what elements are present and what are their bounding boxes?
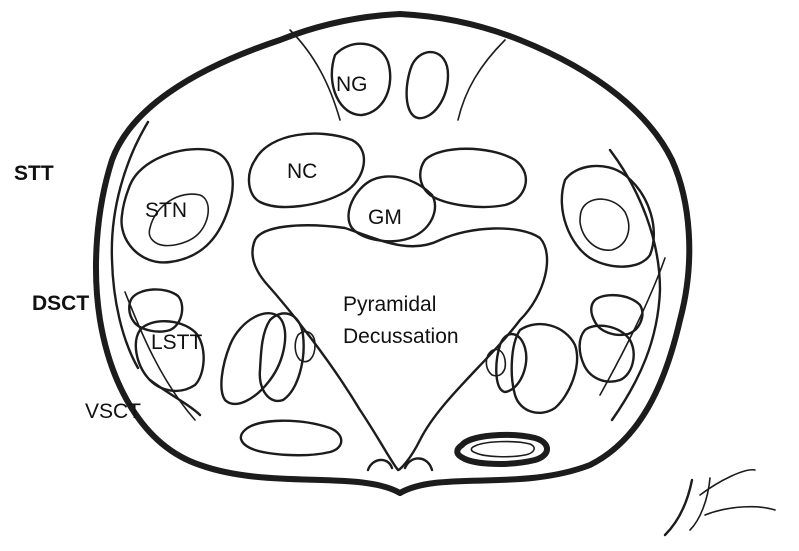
gm-region xyxy=(347,175,437,243)
right-lateral-box-1 xyxy=(590,293,644,336)
stn-outer xyxy=(120,147,234,264)
nc-label: NC xyxy=(287,160,317,183)
stn-inner-right xyxy=(579,198,630,251)
right-tract-3 xyxy=(485,348,507,377)
vsct-label: VSCT xyxy=(85,400,141,423)
dsct-label: DSCT xyxy=(32,292,89,315)
right-lateral-border xyxy=(608,148,662,422)
right-lateral-box-2 xyxy=(578,324,635,383)
ventral-bump-right xyxy=(403,457,434,472)
left-tract-1 xyxy=(220,312,287,406)
ng-nucleus xyxy=(330,42,392,117)
dorsal-groove-left xyxy=(289,29,341,121)
stn-label: STN xyxy=(145,199,187,222)
nc-nucleus xyxy=(247,132,366,209)
signature-mark xyxy=(663,469,776,537)
outer-outline xyxy=(93,11,693,496)
left-tract-3 xyxy=(294,330,316,363)
nc-nucleus-right xyxy=(419,147,527,209)
ng-nucleus-right xyxy=(405,50,450,120)
stn-inner xyxy=(148,193,210,247)
right-tract-2 xyxy=(510,322,579,414)
lstt-label: LSTT xyxy=(151,331,203,354)
pyramidal-decussation-label-line1: Pyramidal xyxy=(343,293,436,316)
pyramidal-decussation-region xyxy=(251,224,549,472)
right-ventral-oval-inner xyxy=(470,440,535,458)
ng-label: NG xyxy=(336,73,368,96)
lstt-region xyxy=(134,320,205,393)
right-ventral-oval-outer xyxy=(454,431,550,467)
dorsal-groove-right xyxy=(457,39,506,121)
stt-label: STT xyxy=(14,162,54,185)
stn-outer-right xyxy=(560,164,655,268)
vsct-region xyxy=(148,378,202,417)
left-tract-2 xyxy=(258,312,305,403)
left-ventral-oval xyxy=(239,419,343,457)
pyramidal-decussation-label-line2: Decussation xyxy=(343,325,459,348)
ventral-bump-left xyxy=(366,458,394,472)
dsct-region xyxy=(128,288,184,333)
left-lateral-border xyxy=(110,120,150,370)
gm-label: GM xyxy=(368,206,402,229)
right-lateral-inner xyxy=(599,257,666,396)
